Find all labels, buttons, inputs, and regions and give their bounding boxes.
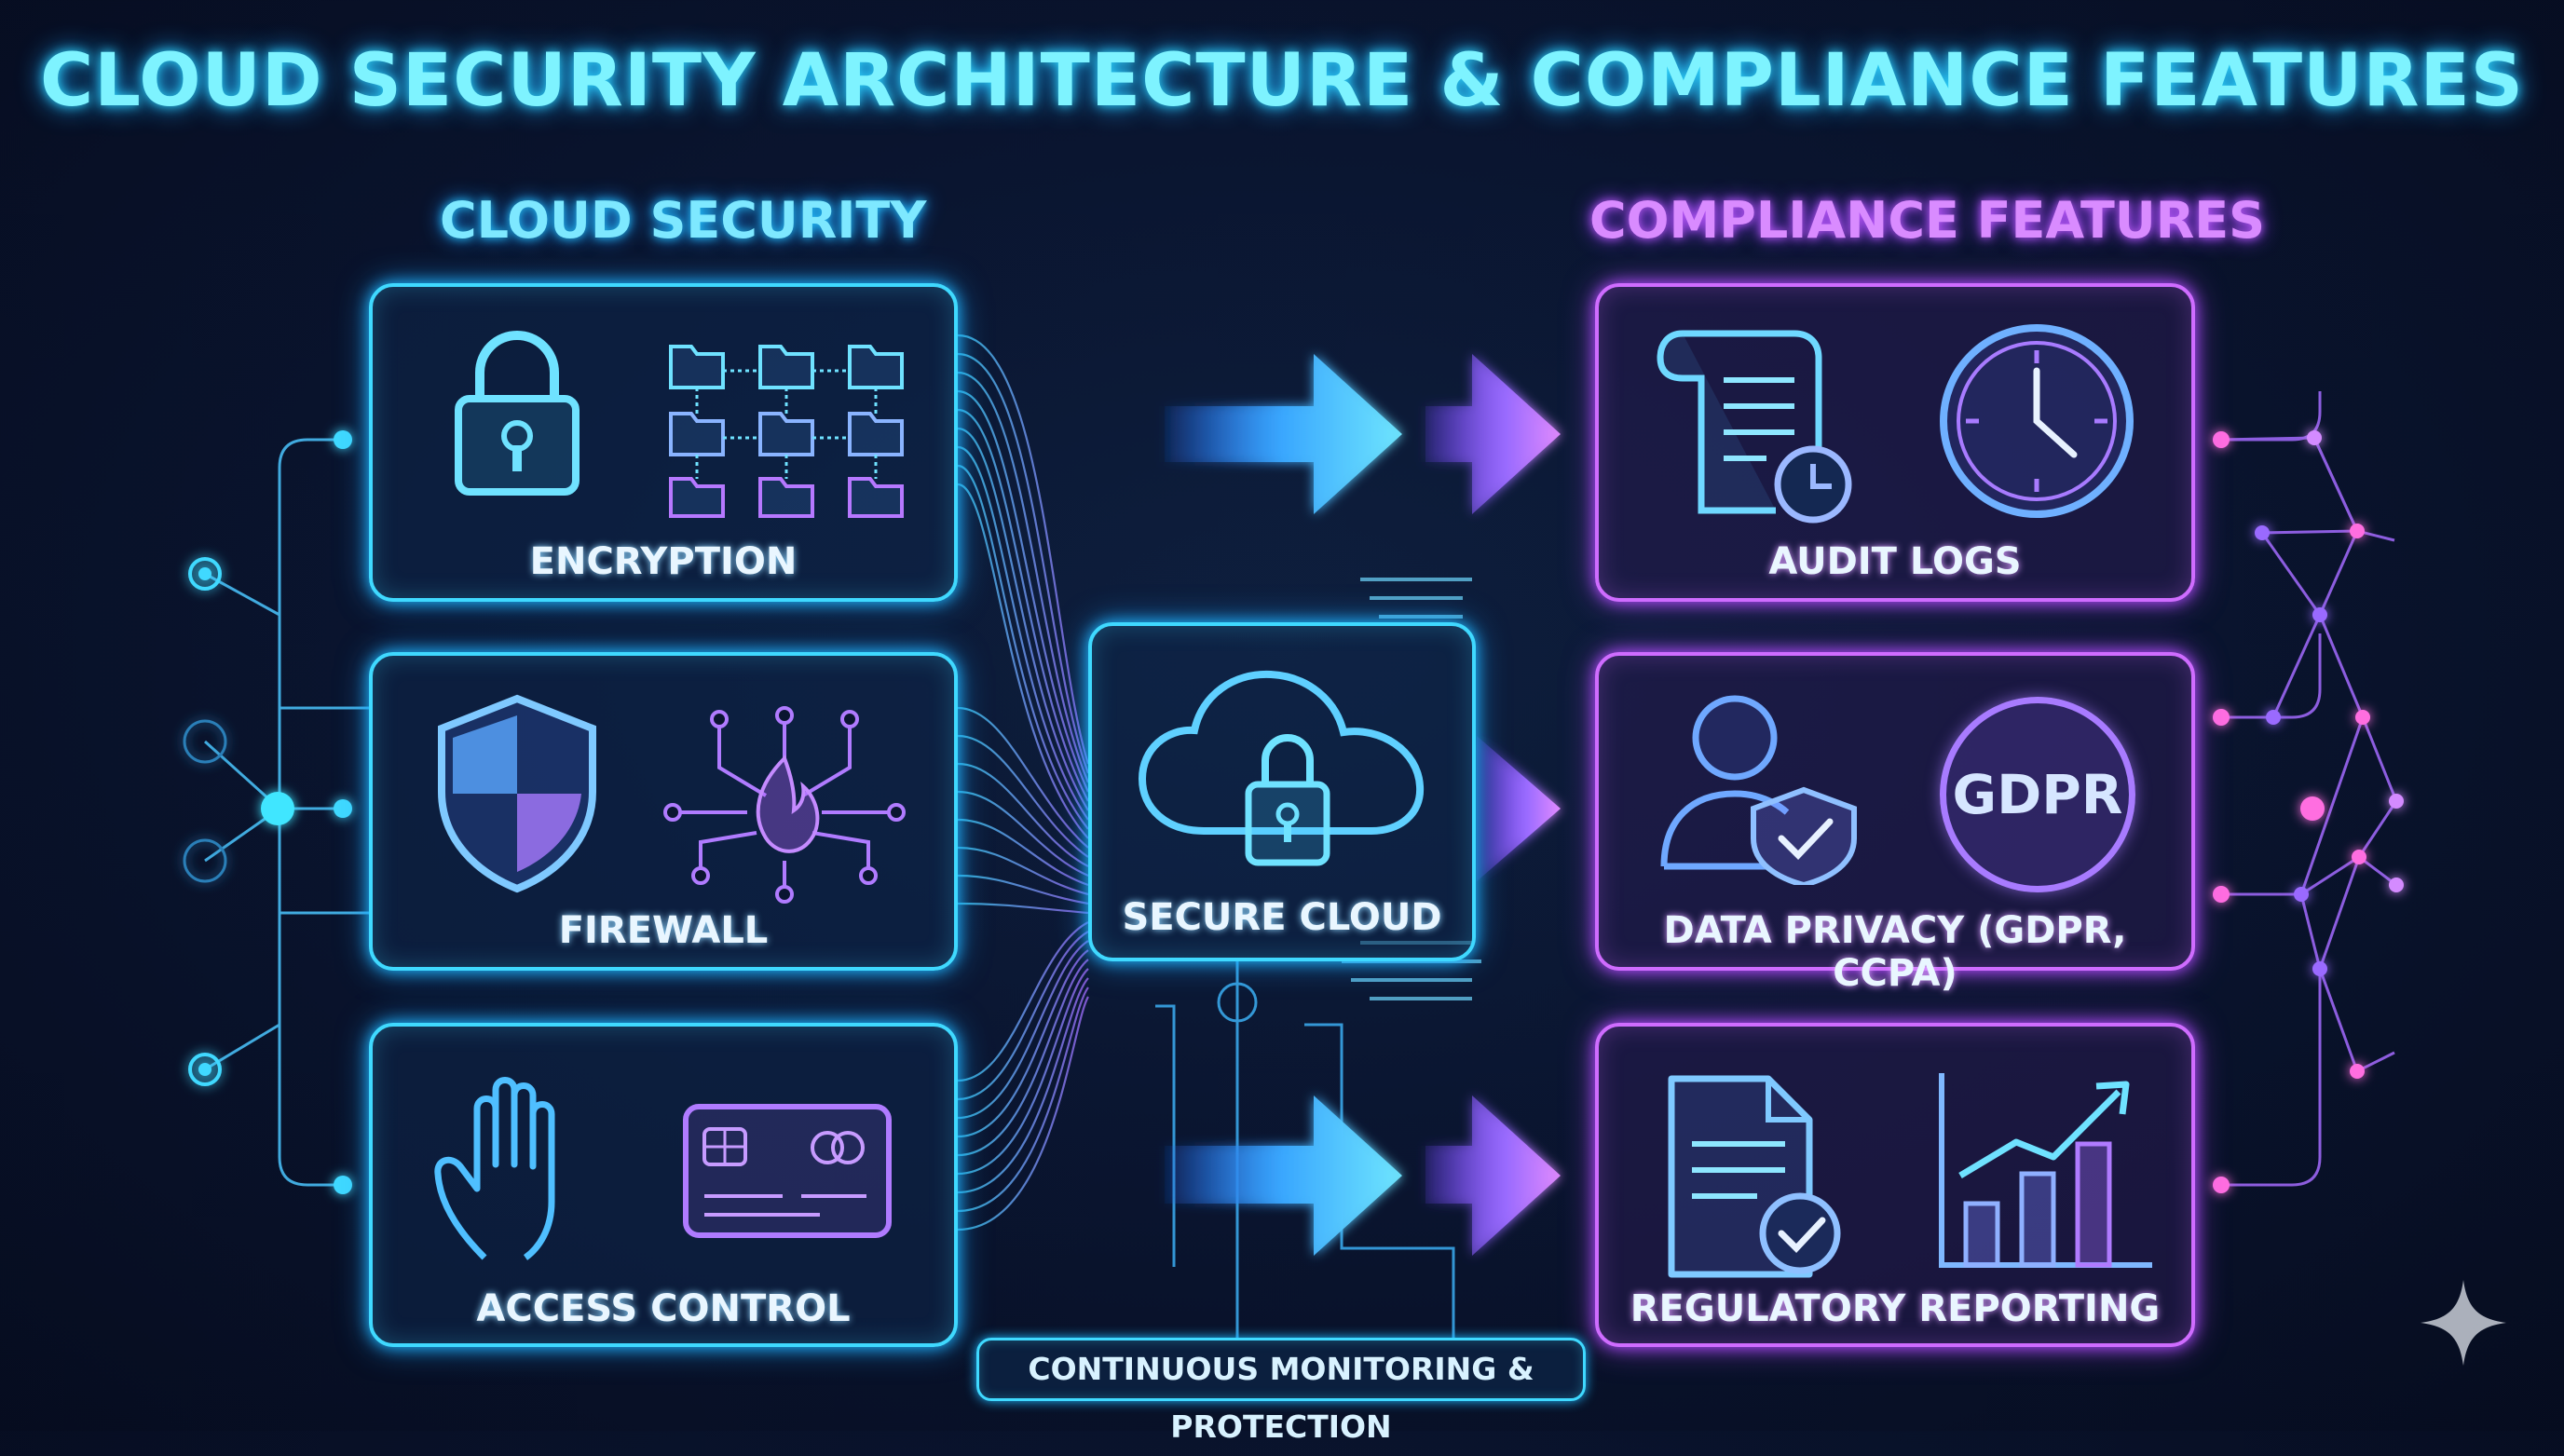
shield-icon [438,694,596,893]
right-connector-nodes [2213,430,2404,1193]
audit-logs-panel: AUDIT LOGS [1595,283,2195,602]
encryption-panel: ENCRYPTION [369,283,958,602]
continuous-monitoring-label: CONTINUOUS MONITORING & PROTECTION [976,1338,1586,1445]
secure-cloud-label: SECURE CLOUD [1122,896,1442,939]
encryption-label: ENCRYPTION [529,540,798,583]
gdpr-badge-text: GDPR [1952,763,2123,826]
access-control-label: ACCESS CONTROL [476,1287,851,1330]
data-privacy-label: DATA PRIVACY (GDPR, CCPA) [1663,909,2127,995]
main-title: CLOUD SECURITY ARCHITECTURE & COMPLIANCE… [40,39,2524,123]
cloud-lock-icon [1138,670,1425,866]
audit-logs-label: AUDIT LOGS [1768,540,2022,583]
data-flow-lines [957,333,1090,1231]
firewall-network-icon [663,706,906,904]
document-scroll-icon [1657,330,1852,524]
clock-icon [1940,324,2134,518]
bar-chart-trend-icon [1939,1073,2152,1268]
sparkle-icon [2421,1280,2506,1366]
report-check-icon [1668,1075,1841,1278]
access-card-icon [683,1104,892,1238]
cloud-security-heading: CLOUD SECURITY [440,191,927,250]
data-privacy-panel: GDPR DATA PRIVACY (GDPR, CCPA) [1595,652,2195,995]
compliance-features-heading: COMPLIANCE FEATURES [1589,191,2266,250]
regulatory-reporting-label: REGULATORY REPORTING [1630,1287,2161,1330]
upper-arrows [1165,354,1561,514]
gdpr-badge-icon: GDPR [1940,697,2135,892]
hand-icon [434,1077,555,1260]
regulatory-reporting-panel: REGULATORY REPORTING [1595,1023,2195,1347]
right-connector-network [2216,391,2398,1187]
secure-cloud-panel: SECURE CLOUD [1088,622,1476,961]
folder-grid-icon [669,345,904,518]
firewall-panel: FIREWALL [369,652,958,971]
left-connector-nodes [183,430,352,1194]
firewall-label: FIREWALL [558,909,769,952]
lower-arrows [1165,1095,1561,1256]
user-shield-icon [1660,695,1857,885]
middle-arrow [1477,736,1561,881]
access-control-panel: ACCESS CONTROL [369,1023,958,1347]
padlock-icon [455,331,580,496]
